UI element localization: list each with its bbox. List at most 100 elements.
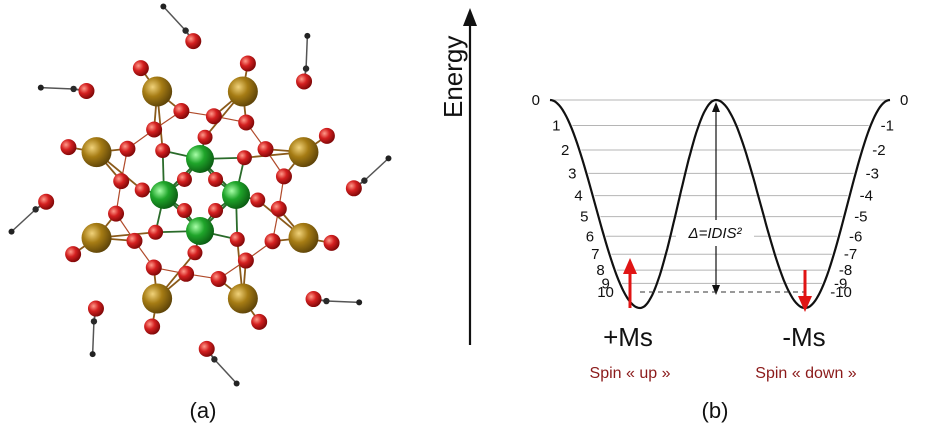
spin-down-arrow [798, 270, 812, 312]
right-well-label: -Ms [782, 322, 825, 352]
oxygen-atom [178, 265, 195, 282]
oxygen-atom [345, 180, 362, 197]
oxygen-atom [197, 129, 213, 145]
oxygen-atom [78, 82, 95, 99]
energy-axis-arrowhead [463, 8, 477, 26]
oxygen-atom [134, 182, 150, 198]
level-number: 4 [574, 188, 582, 205]
molecular-structure-drawing [8, 3, 392, 387]
carbon-atom [233, 380, 240, 387]
oxygen-atom [108, 205, 125, 222]
oxygen-atom [208, 203, 224, 219]
level-number: -8 [839, 262, 852, 279]
oxygen-atom [65, 246, 82, 263]
level-number: -3 [866, 165, 879, 182]
barrier-label: Δ=IDIS² [688, 225, 743, 242]
oxygen-atom [236, 150, 252, 166]
energy-level-lines [552, 99, 888, 284]
carbon-atom [356, 299, 363, 306]
oxygen-atom [119, 140, 136, 157]
barrier-arrowhead-bottom [712, 285, 720, 295]
level-number: 2 [561, 142, 569, 159]
carbon-atom [8, 228, 15, 235]
spin-up-label: Spin « up » [590, 365, 671, 382]
manganese-iii-atom [142, 283, 173, 314]
oxygen-atom [126, 232, 143, 249]
oxygen-atom [264, 233, 281, 250]
level-number: 8 [596, 262, 604, 279]
level-number: 3 [568, 165, 576, 182]
right-level-numbers: 0 -1 -2 -3 -4 -5 -6-7-8-9-10 [830, 92, 908, 301]
carbon-atom [304, 32, 311, 39]
oxygen-atom [251, 313, 268, 330]
oxygen-atom [173, 103, 190, 120]
oxygen-atom [176, 203, 192, 219]
level-number: 7 [591, 246, 599, 263]
manganese-iv-atom [186, 145, 214, 173]
panel-b-label: (b) [702, 398, 729, 423]
manganese-iii-atom [81, 137, 112, 168]
manganese-iii-atom [288, 137, 319, 168]
oxygen-atom [205, 108, 222, 125]
level-number: -1 [881, 117, 894, 134]
panel-a-label: (a) [190, 398, 217, 423]
oxygen-atom [238, 114, 255, 131]
carbon-atom [37, 84, 44, 91]
carbon-atom [361, 177, 368, 184]
manganese-iv-atom [222, 181, 250, 209]
oxygen-atom [185, 33, 202, 50]
level-number: 10 [597, 284, 614, 301]
manganese-iii-atom [81, 222, 112, 253]
oxygen-atom [145, 259, 162, 276]
carbon-atom [182, 27, 189, 34]
left-well-label: +Ms [603, 322, 653, 352]
level-number: 0 [532, 92, 540, 109]
oxygen-atom [144, 318, 161, 335]
oxygen-atom [296, 73, 313, 90]
level-number: -6 [849, 228, 862, 245]
oxygen-atom [60, 139, 77, 156]
oxygen-atom [155, 143, 171, 159]
carbon-atom [302, 65, 310, 72]
level-number: 1 [552, 117, 560, 134]
oxygen-atom [275, 168, 292, 185]
carbon-atom [70, 85, 77, 93]
oxygen-atom [132, 60, 149, 77]
oxygen-atom [187, 245, 203, 261]
oxygen-atom [87, 300, 104, 317]
carbon-atom [385, 155, 392, 162]
manganese-iii-atom [227, 283, 258, 314]
oxygen-atom [229, 231, 245, 247]
level-number: -4 [860, 188, 873, 205]
level-number: 9 [602, 275, 610, 292]
spin-up-arrow [623, 258, 637, 308]
energy-axis-label: Energy [438, 36, 468, 118]
oxygen-atom [323, 234, 340, 251]
manganese-iv-atom [150, 181, 178, 209]
oxygen-atom [113, 173, 130, 190]
oxygen-atom [148, 224, 164, 240]
oxygen-atom [239, 55, 256, 72]
double-well-curve [549, 98, 891, 310]
oxygen-atom [176, 171, 192, 187]
carbon-atom [32, 206, 39, 213]
oxygen-atom [270, 200, 287, 217]
level-number: 5 [580, 209, 588, 226]
level-number: -9 [834, 275, 847, 292]
level-number: -5 [854, 209, 867, 226]
spin-down-label: Spin « down » [755, 365, 857, 382]
carbon-atom [89, 351, 96, 358]
barrier-label-backdrop [676, 220, 754, 246]
carbon-atom [323, 297, 330, 305]
oxygen-atom [38, 193, 55, 210]
atoms [8, 3, 392, 387]
manganese-iv-atom [186, 217, 214, 245]
level-number: -10 [830, 284, 852, 301]
oxygen-atom [250, 192, 266, 208]
level-number: -7 [844, 246, 857, 263]
level-number: -2 [872, 142, 885, 159]
level-number: 0 [900, 92, 908, 109]
oxygen-atom [305, 291, 322, 308]
manganese-iii-atom [142, 76, 173, 107]
